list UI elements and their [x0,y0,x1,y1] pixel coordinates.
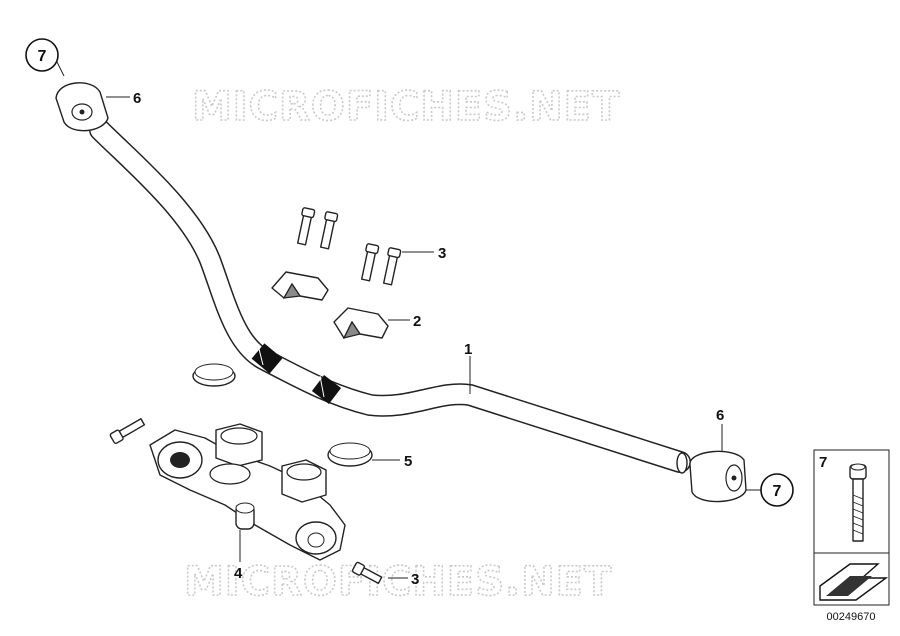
callout-6-right: 6 [716,407,724,424]
bar-end-weight-right [689,450,747,503]
rubber-plug-left [192,363,236,387]
callout-4: 4 [234,565,243,582]
callout-6-left: 6 [133,90,141,107]
top-triple-clamp [149,423,346,561]
inset-panel: 7 00249670 [813,449,890,623]
callout-7-left: 7 [25,38,59,72]
clamp-cap-upper [271,271,329,301]
svg-text:7: 7 [773,483,782,500]
rubber-plug-right [327,442,373,467]
arrow-icon [819,563,889,601]
svg-text:7: 7 [38,48,47,65]
document-number: 00249670 [827,611,876,623]
bar-end-weight-left [55,82,109,132]
clamp-cap-lower [333,307,389,339]
callout-5: 5 [404,453,412,470]
inset-bolt [849,463,867,542]
callout-1: 1 [464,341,472,358]
callout-2: 2 [413,313,421,330]
handlebar [89,119,691,474]
callout-7-right: 7 [760,473,794,507]
watermark-top: MICROFICHES.NET [192,84,620,130]
pinch-bolt-bottom [351,561,383,585]
callout-3-bottom: 3 [411,571,419,588]
callout-3-top: 3 [438,245,446,262]
watermark-bottom: MICROFICHES.NET [184,559,612,605]
clamp-bolts [296,207,402,286]
pinch-bolt-left [109,418,146,445]
inset-label: 7 [819,454,827,471]
